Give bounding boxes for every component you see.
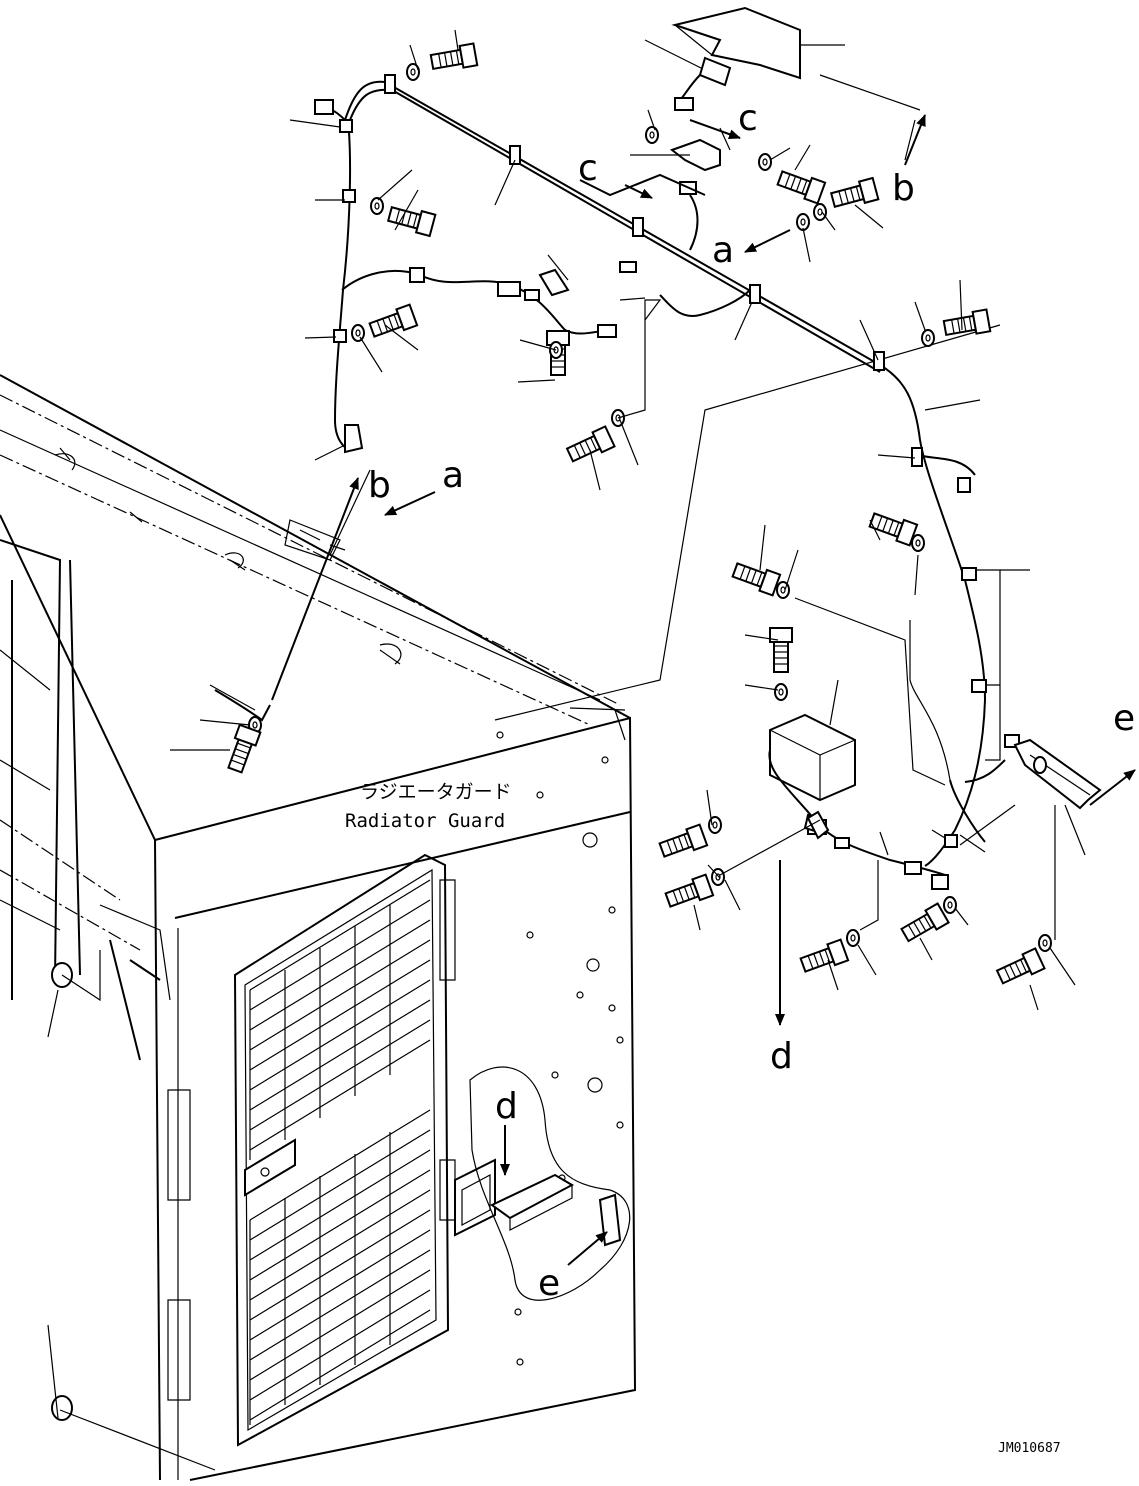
- label-a-lower: a: [442, 455, 464, 496]
- reference-arrows: [271, 114, 1136, 1266]
- label-e-upper: e: [1113, 698, 1135, 739]
- caption-english: Radiator Guard: [345, 810, 505, 832]
- label-e-lower: e: [538, 1263, 560, 1304]
- drawing-code: JM010687: [998, 1441, 1061, 1456]
- label-a-upper: a: [712, 230, 734, 271]
- label-b-lower: b: [368, 465, 391, 506]
- label-d-upper: d: [770, 1036, 793, 1077]
- callout-leader-lines: [289, 29, 1086, 1011]
- radiator-guard-body: [0, 324, 1001, 1481]
- label-d-lower: d: [495, 1086, 518, 1127]
- label-c-lower: c: [578, 148, 598, 189]
- label-b-upper: b: [892, 168, 915, 209]
- caption-japanese: ラジエータガード: [360, 781, 512, 803]
- wiring-harness-assembly: [314, 6, 1102, 988]
- label-c-upper: c: [738, 98, 758, 139]
